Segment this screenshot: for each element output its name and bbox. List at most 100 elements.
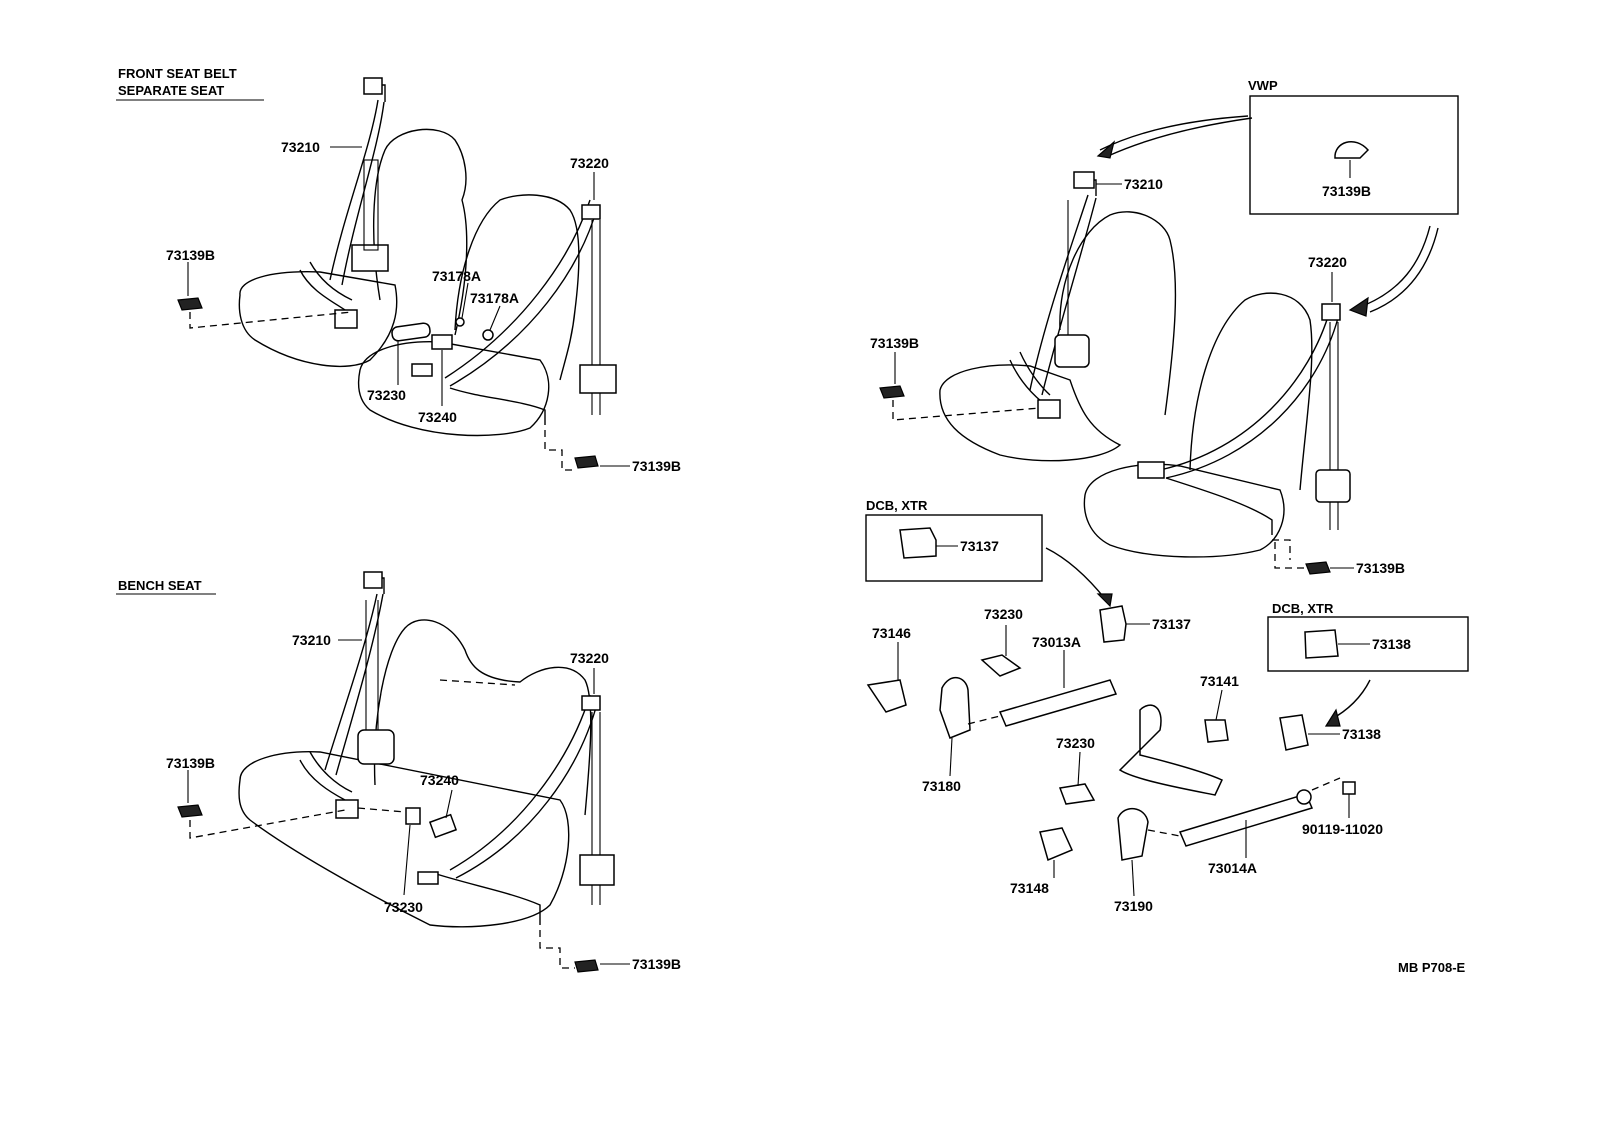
right-driver-seat-back xyxy=(1059,211,1177,416)
passenger-seat-back xyxy=(454,194,580,381)
rail-73013a xyxy=(998,679,1118,727)
anchor-top-73210 xyxy=(363,77,383,95)
label-73210: 73210 xyxy=(1124,176,1163,192)
bracket-73141 xyxy=(1118,704,1224,796)
cover-73139b-left xyxy=(177,297,203,311)
label-73139b: 73139B xyxy=(870,335,919,351)
label-73137: 73137 xyxy=(960,538,999,554)
label-73230: 73230 xyxy=(384,899,423,915)
label-90119-11020: 90119-11020 xyxy=(1302,821,1383,837)
dcb-inset-box-2 xyxy=(1267,616,1469,672)
right-driver-seat-cushion xyxy=(939,364,1122,462)
cover-73139b-left xyxy=(879,385,905,399)
latch-73230 xyxy=(411,363,433,377)
driver-seat-cushion xyxy=(238,271,398,368)
clip-73178a-1 xyxy=(455,317,465,327)
driver-seat-back xyxy=(373,128,468,336)
retractor-73220 xyxy=(1315,469,1351,503)
bracket-73148 xyxy=(1039,827,1074,862)
header-dcb-xtr: DCB, XTR xyxy=(1272,601,1334,616)
header-front-seat-belt: FRONT SEAT BELT xyxy=(118,66,237,81)
label-73139b: 73139B xyxy=(1356,560,1405,576)
anchor-top-73220 xyxy=(581,695,601,711)
belt-73220 xyxy=(444,199,599,387)
label-73137: 73137 xyxy=(1152,616,1191,632)
label-73178a: 73178A xyxy=(470,290,519,306)
cover-73138 xyxy=(1279,714,1309,751)
retractor-73220 xyxy=(579,364,617,394)
label-73230: 73230 xyxy=(1056,735,1095,751)
cover-73138-inset xyxy=(1304,629,1339,659)
arrow-vwp-left xyxy=(1099,115,1249,151)
dcb-inset-box-1 xyxy=(865,514,1043,582)
label-73148: 73148 xyxy=(1010,880,1049,896)
label-73220: 73220 xyxy=(1308,254,1347,270)
header-separate-seat: SEPARATE SEAT xyxy=(118,83,224,98)
label-73230: 73230 xyxy=(367,387,406,403)
label-73139b: 73139B xyxy=(166,247,215,263)
vwp-cover-73139b xyxy=(1334,140,1370,159)
clip-73178a-2 xyxy=(482,329,494,341)
cover-73139b-right xyxy=(1305,561,1331,575)
label-73178a: 73178A xyxy=(432,268,481,284)
retractor-73210 xyxy=(351,244,389,272)
label-73190: 73190 xyxy=(1114,898,1153,914)
buckle-73230 xyxy=(391,322,431,342)
arrow-vwp-down xyxy=(1364,225,1431,306)
buckle-73210 xyxy=(335,799,359,819)
vwp-inset-box xyxy=(1249,95,1459,215)
anchor-top-73220 xyxy=(581,204,601,220)
label-73138: 73138 xyxy=(1372,636,1411,652)
label-73146: 73146 xyxy=(872,625,911,641)
label-73240: 73240 xyxy=(420,772,459,788)
right-passenger-seat-back xyxy=(1189,292,1313,491)
label-73210: 73210 xyxy=(281,139,320,155)
bolt-90119-11020 xyxy=(1342,781,1356,795)
cover-73137-inset xyxy=(899,527,937,559)
buckle-73210 xyxy=(334,309,358,329)
buckle-73220 xyxy=(1137,461,1165,479)
passenger-seat-cushion xyxy=(357,341,550,437)
label-73139b: 73139B xyxy=(632,458,681,474)
belt-73220 xyxy=(1159,309,1339,479)
buckle-73240 xyxy=(431,334,453,350)
retractor-73210 xyxy=(1054,334,1090,368)
label-73230: 73230 xyxy=(984,606,1023,622)
bracket-73190 xyxy=(1117,808,1149,861)
bracket-73146 xyxy=(866,679,907,713)
figure-code: MB P708-E xyxy=(1398,960,1466,975)
label-73014a: 73014A xyxy=(1208,860,1257,876)
buckle-73210 xyxy=(1037,399,1061,419)
buckle-73240 xyxy=(428,813,458,839)
retractor-73220 xyxy=(579,854,615,886)
cover-73139b-left xyxy=(177,804,203,818)
header-dcb-xtr: DCB, XTR xyxy=(866,498,928,513)
bracket-73180 xyxy=(939,677,971,739)
header-bench-seat: BENCH SEAT xyxy=(118,578,202,593)
cover-73139b-right xyxy=(574,959,599,973)
cover-73137 xyxy=(1099,605,1127,643)
label-73139b: 73139B xyxy=(1322,183,1371,199)
retractor-73210 xyxy=(357,729,395,765)
buckle-73230-upper xyxy=(980,654,1022,677)
buckle-73230 xyxy=(405,807,421,825)
bolt-washer xyxy=(1296,789,1312,805)
label-73210: 73210 xyxy=(292,632,331,648)
label-73139b: 73139B xyxy=(166,755,215,771)
anchor-top-73210 xyxy=(363,571,383,589)
anchor-top-73210 xyxy=(1073,171,1095,189)
anchor-top-73220 xyxy=(1321,303,1341,321)
label-73138: 73138 xyxy=(1342,726,1381,742)
label-73180: 73180 xyxy=(922,778,961,794)
bench-seat-cushion xyxy=(238,751,570,928)
arrow-dcb-1 xyxy=(1045,547,1107,601)
latch-73230 xyxy=(417,871,439,885)
belt-73220 xyxy=(449,694,599,879)
label-73240: 73240 xyxy=(418,409,457,425)
label-73013a: 73013A xyxy=(1032,634,1081,650)
label-73220: 73220 xyxy=(570,650,609,666)
right-assembly: VWP 73139B xyxy=(865,78,1469,914)
buckle-73230-lower xyxy=(1058,783,1096,805)
